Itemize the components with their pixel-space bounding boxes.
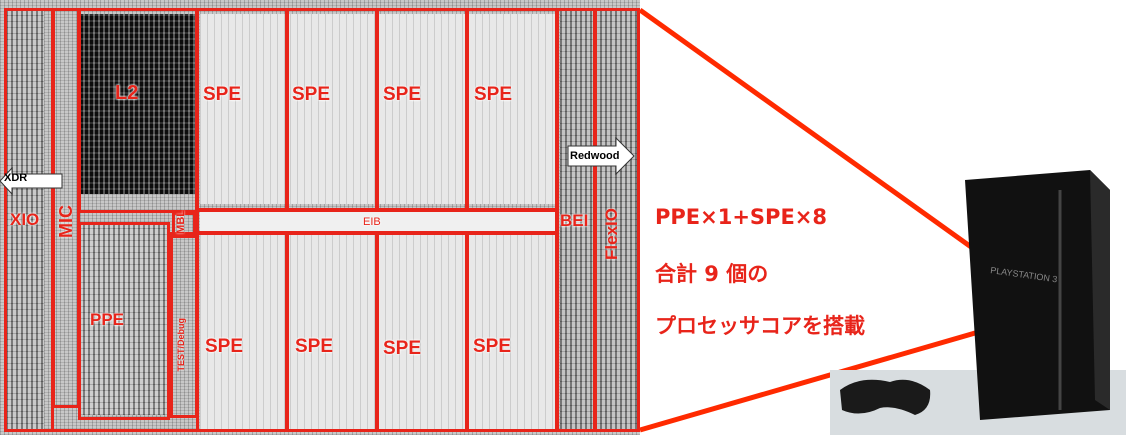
spe-col-1-top (200, 14, 290, 204)
spe-col-3-top (378, 14, 468, 204)
spe-col-2-top (290, 14, 378, 204)
bei-label: BEI (560, 211, 589, 230)
spe-col-4-top (468, 14, 556, 204)
spe-label-bottom-1: SPE (205, 336, 244, 357)
io-area (560, 10, 638, 430)
spe-col-3-bottom (378, 235, 468, 430)
eib-strip (200, 210, 555, 232)
xio-area (6, 10, 44, 430)
spe-label-top-2: SPE (292, 84, 331, 105)
spe-col-1-bottom (200, 235, 290, 430)
mbl-block (172, 212, 196, 238)
l2-array (80, 14, 198, 194)
spe-label-bottom-3: SPE (383, 338, 422, 359)
ppe-area (78, 225, 170, 415)
spe-label-bottom-4: SPE (473, 336, 512, 357)
redwood-arrow-label: Redwood (570, 150, 620, 162)
xio-label: XIO (10, 210, 40, 229)
console-body (965, 170, 1110, 420)
spe-label-top-1: SPE (203, 84, 242, 105)
spe-label-bottom-2: SPE (295, 336, 334, 357)
spe-col-2-bottom (290, 235, 378, 430)
eib-label: EIB (363, 216, 381, 228)
xdr-arrow-label: XDR (4, 172, 28, 184)
ppe-block (78, 222, 170, 420)
ps3-console: PLAYSTATION 3 (830, 170, 1126, 435)
spe-col-4-bottom (468, 235, 556, 430)
flexio-block (594, 8, 640, 432)
console-side (1090, 170, 1110, 410)
spe-label-top-3: SPE (383, 84, 422, 105)
xdr-arrow (0, 166, 63, 196)
caption-line-1: PPE×1+SPE×8 (655, 205, 827, 229)
caption-line-2: 合計 9 個の (655, 262, 769, 286)
caption-line-3: プロセッサコアを搭載 (655, 314, 865, 338)
redwood-arrow (567, 136, 635, 176)
controller-icon (840, 379, 931, 415)
spe-label-top-4: SPE (474, 84, 513, 105)
l2-label: L2 (115, 82, 139, 104)
ppe-label: PPE (90, 310, 125, 329)
